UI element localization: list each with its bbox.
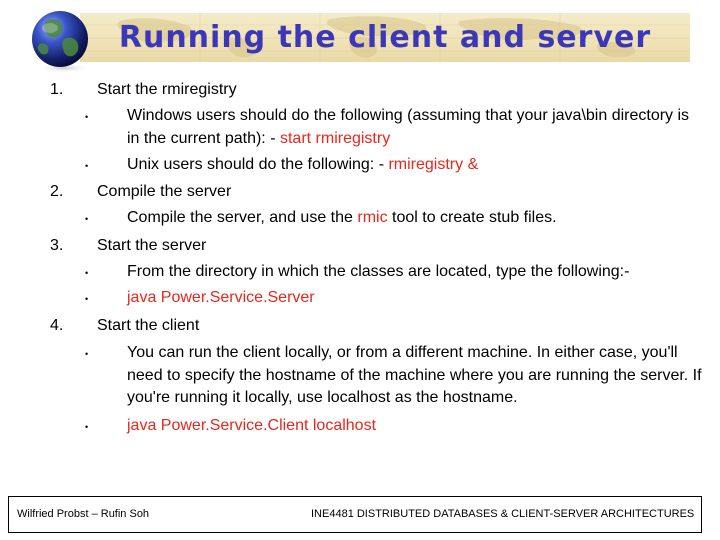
item-heading: Compile the server (97, 183, 232, 200)
item-heading: Start the client (97, 317, 200, 334)
subitem-text: java Power.Service.Client localhost (127, 415, 702, 438)
slide-title: Running the client and server (118, 20, 652, 55)
subitem-text: Compile the server, and use the rmic too… (127, 207, 702, 230)
text-part: tool to create stub files. (387, 209, 557, 226)
bullet: • (85, 268, 89, 278)
item-heading: Start the server (97, 237, 207, 254)
text-part: Compile the server, and use the (127, 209, 358, 226)
bullet: • (85, 349, 89, 359)
world-map-decoration (80, 13, 690, 62)
text-part: You can run the client locally, or from … (127, 344, 702, 406)
subitem-text: Windows users should do the following (a… (127, 105, 702, 150)
text-part: Unix users should do the following: - (127, 156, 389, 173)
bullet: • (85, 214, 89, 224)
subitem-text: From the directory in which the classes … (127, 261, 702, 284)
command-text: rmiregistry & (388, 156, 479, 173)
slide-footer: Wilfried Probst – Rufin Soh INE4481 DIST… (8, 496, 702, 533)
bullet: • (85, 294, 89, 304)
item-number: 3. (50, 237, 64, 254)
bullet: • (85, 422, 89, 432)
text-part: Windows users should do the following (a… (127, 107, 690, 147)
item-number: 1. (50, 81, 64, 98)
bullet: • (85, 161, 89, 171)
command-text: java Power.Service.Client localhost (127, 417, 377, 434)
subitem-text: You can run the client locally, or from … (127, 342, 702, 410)
command-text: start rmiregistry (279, 129, 391, 147)
footer-authors: Wilfried Probst – Rufin Soh (17, 508, 150, 520)
item-number: 4. (50, 317, 64, 334)
title-banner: Running the client and server (80, 13, 690, 62)
text-part: From the directory in which the classes … (127, 263, 630, 280)
globe-icon (32, 11, 92, 73)
command-text: java Power.Service.Server (127, 289, 315, 306)
item-number: 2. (50, 183, 64, 200)
command-text: rmic (357, 209, 388, 226)
bullet: • (85, 112, 89, 122)
subitem-text: Unix users should do the following: - rm… (127, 154, 702, 177)
footer-course: INE4481 DISTRIBUTED DATABASES & CLIENT-S… (311, 508, 695, 520)
item-heading: Start the rmiregistry (97, 81, 237, 98)
subitem-text: java Power.Service.Server (127, 287, 702, 310)
